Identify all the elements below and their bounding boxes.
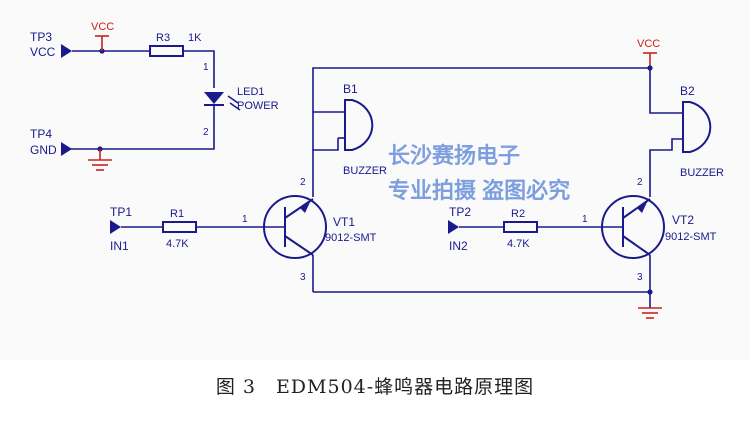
tp3-vcc-label: VCC (30, 45, 56, 59)
r1-resistor (162, 221, 197, 233)
b2-buzzer (682, 101, 712, 153)
vt1-emitter-arrow (300, 200, 311, 213)
vt1-pin-1: 1 (242, 214, 248, 225)
wire-led-gnd (70, 105, 215, 150)
vt1-pin-2: 2 (300, 177, 306, 188)
tp4-label: TP4 (30, 127, 52, 141)
vt2-pin-2: 2 (637, 177, 643, 188)
tp3-label: TP3 (30, 30, 52, 44)
junction-gnd2 (647, 289, 653, 295)
vt2-emitter-arrow (637, 200, 648, 213)
led1-diode (204, 92, 224, 104)
tp2-label: TP2 (449, 205, 471, 219)
led1-ray-2 (229, 102, 241, 111)
led1-value: POWER (237, 100, 279, 112)
r1-value: 4.7K (166, 238, 189, 250)
led-pin-1: 1 (203, 62, 209, 73)
r3-resistor (149, 45, 184, 57)
tp4-port-marker (61, 142, 72, 156)
figure-caption: 图 3 EDM504-蜂鸣器电路原理图 (215, 376, 535, 398)
in1-label: IN1 (110, 239, 129, 253)
tp1-label: TP1 (110, 205, 132, 219)
b2-label: B2 (680, 84, 695, 98)
vt2-emitter (622, 235, 651, 256)
watermark-line-1: 长沙赛扬电子 (388, 143, 520, 168)
vt1-value: 9012-SMT (325, 232, 377, 244)
led1-ray-1 (227, 95, 239, 104)
wire-b1-vt1 (312, 138, 339, 197)
b1-label: B1 (343, 82, 358, 96)
r2-value: 4.7K (507, 238, 530, 250)
tp3-port-marker (61, 44, 72, 58)
r2-label: R2 (511, 208, 525, 220)
led1-label: LED1 (237, 86, 265, 98)
vt2-pin-1: 1 (582, 214, 588, 225)
wire-b2-vt2 (649, 138, 683, 197)
r2-resistor (503, 221, 538, 233)
tp4-gnd-label: GND (30, 143, 57, 157)
tp1-port-marker (110, 220, 121, 234)
b2-value: BUZZER (680, 167, 724, 179)
vcc1-label: VCC (91, 21, 114, 33)
vt2-value: 9012-SMT (665, 231, 717, 243)
r3-value: 1K (188, 32, 202, 44)
vt1-emitter (284, 235, 314, 256)
wire-b2-top (649, 68, 683, 114)
watermark-line-2: 专业拍摄 盗图必究 (388, 178, 570, 203)
vt1-label: VT1 (333, 215, 355, 229)
schematic-diagram: TP3 VCC VCC R3 1K 1 LED1 POWER 2 TP4 GND (30, 21, 725, 319)
vt2-label: VT2 (672, 213, 694, 227)
vt1-pin-3: 3 (300, 272, 306, 283)
wire-r3-led (183, 50, 215, 88)
vt2-pin-3: 3 (637, 272, 643, 283)
b1-buzzer (344, 99, 374, 151)
vcc2-label: VCC (637, 38, 660, 50)
led-pin-2: 2 (203, 127, 209, 138)
tp2-port-marker (448, 220, 459, 234)
r1-label: R1 (170, 208, 184, 220)
in2-label: IN2 (449, 239, 468, 253)
r3-label: R3 (156, 32, 170, 44)
b1-value: BUZZER (343, 165, 387, 177)
wire-vcc-rail (312, 67, 650, 150)
